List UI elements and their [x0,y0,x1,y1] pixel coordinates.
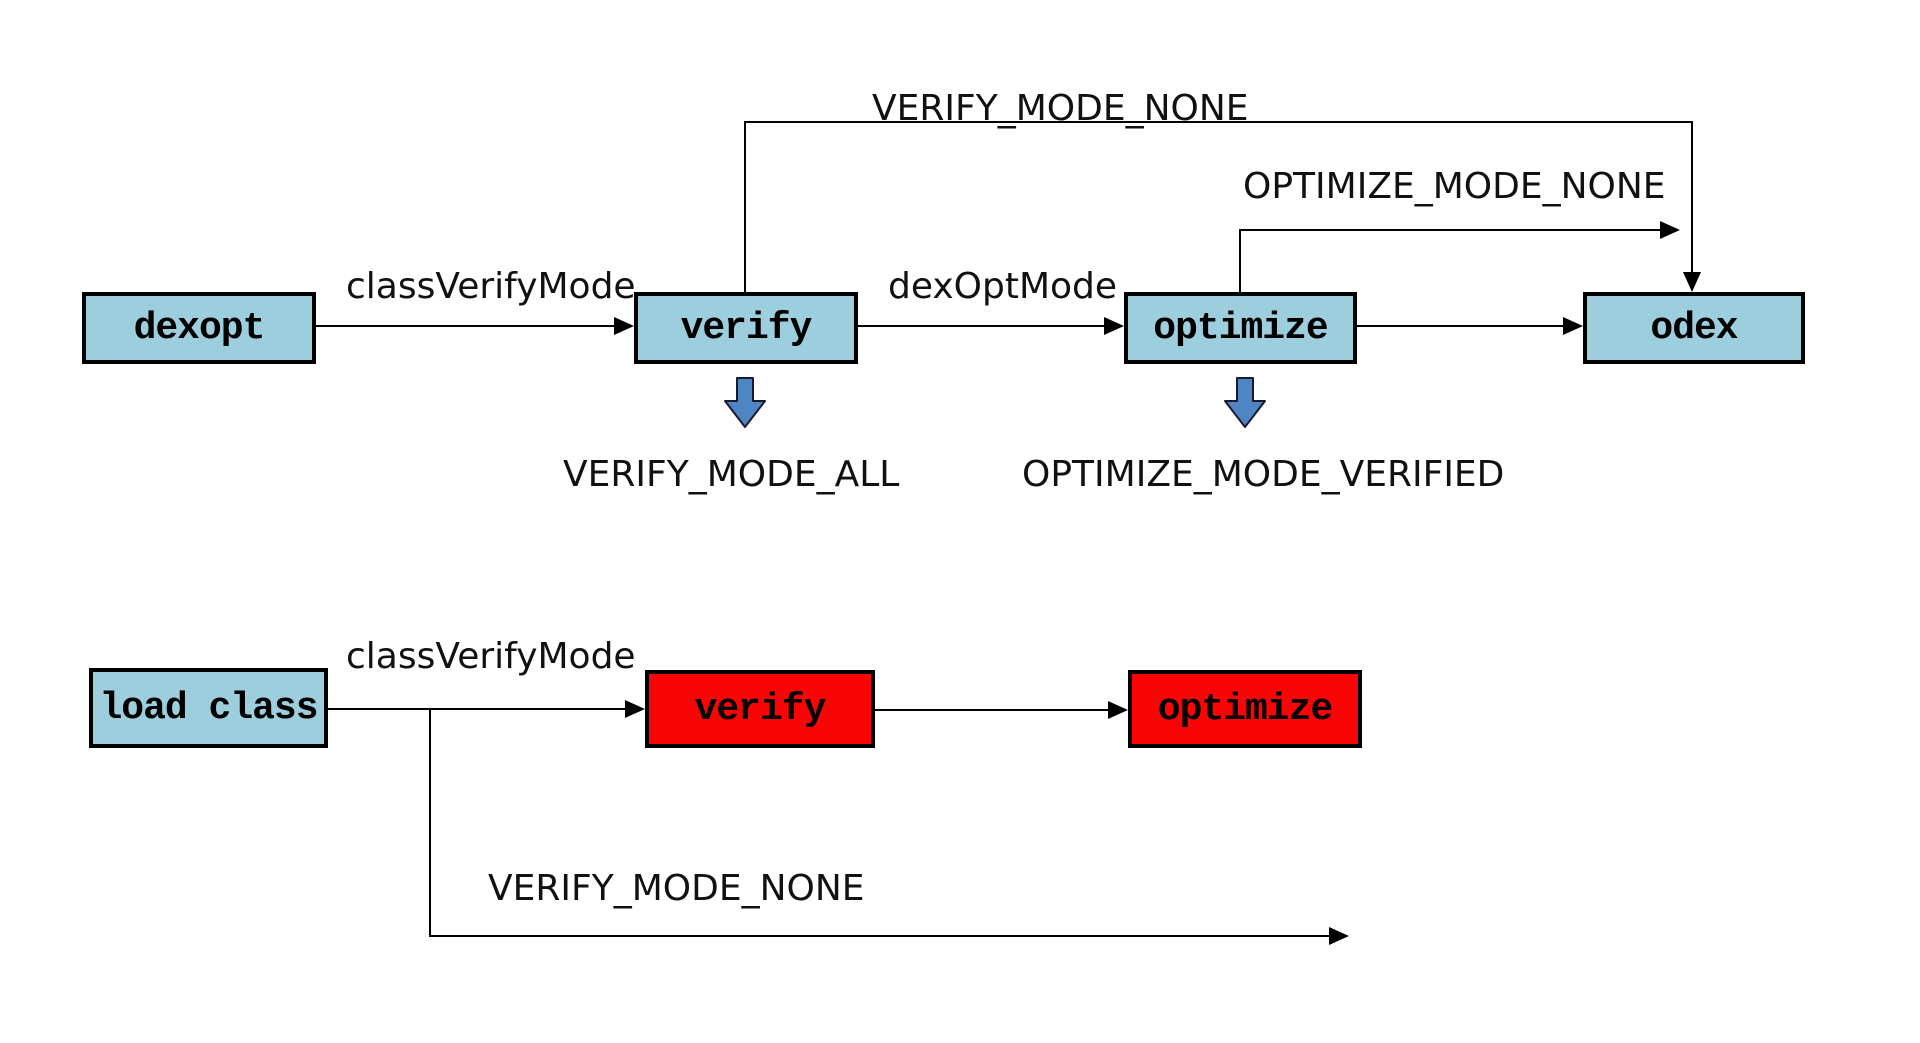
node-dexopt: dexopt [82,292,316,364]
bypass-verify-down-line [1691,121,1693,272]
label-verify-mode-all: VERIFY_MODE_ALL [563,454,900,495]
edge-verify-optimize-arrowhead-icon [1104,317,1124,335]
label-class-verify-mode-bottom: classVerifyMode [346,636,636,677]
node-verify-bottom: verify [645,670,875,748]
branch-verify-none-arrowhead-icon [1329,927,1349,945]
edge-verify2-optimize2-arrowhead-icon [1108,701,1128,719]
node-optimize-top: optimize [1124,292,1357,364]
edge-optimize-odex-arrowhead-icon [1563,317,1583,335]
label-verify-mode-none-bottom: VERIFY_MODE_NONE [488,868,865,909]
branch-verify-none-down-line [429,709,431,937]
node-optimize-bottom-label: optimize [1157,687,1333,731]
branch-verify-none-horizontal-line [429,935,1329,937]
node-verify-bottom-label: verify [694,687,827,731]
edge-loadclass-verify-arrowhead-icon [625,700,645,718]
bypass-optimize-arrowhead-icon [1660,221,1680,239]
bypass-optimize-horizontal-line [1239,229,1662,231]
bypass-verify-horizontal-line [744,121,1693,123]
node-odex-label: odex [1650,306,1738,350]
bypass-verify-arrowhead-icon [1683,272,1701,292]
optimize-result-down-arrow-icon [1224,377,1266,428]
edge-verify2-optimize2-line [875,709,1110,711]
label-verify-mode-none-top: VERIFY_MODE_NONE [872,88,1249,129]
node-odex: odex [1583,292,1805,364]
edge-verify-optimize-line [858,325,1106,327]
node-verify-top: verify [634,292,858,364]
label-optimize-mode-none: OPTIMIZE_MODE_NONE [1243,166,1666,207]
node-load-class: load class [89,668,328,748]
node-optimize-top-label: optimize [1153,306,1328,350]
node-dexopt-label: dexopt [133,306,266,350]
verify-result-down-arrow-icon [724,377,766,428]
edge-dexopt-verify-line [316,325,616,327]
bypass-verify-up-line [744,122,746,292]
edge-optimize-odex-line [1357,325,1565,327]
edge-dexopt-verify-arrowhead-icon [614,317,634,335]
label-dex-opt-mode: dexOptMode [888,266,1118,307]
node-load-class-label: load class [99,686,318,730]
bypass-optimize-up-line [1239,230,1241,292]
node-optimize-bottom: optimize [1128,670,1362,748]
label-class-verify-mode-top: classVerifyMode [346,266,636,307]
node-verify-top-label: verify [680,306,813,350]
edge-loadclass-verify-line [328,708,627,710]
label-optimize-mode-verified: OPTIMIZE_MODE_VERIFIED [1022,454,1505,495]
